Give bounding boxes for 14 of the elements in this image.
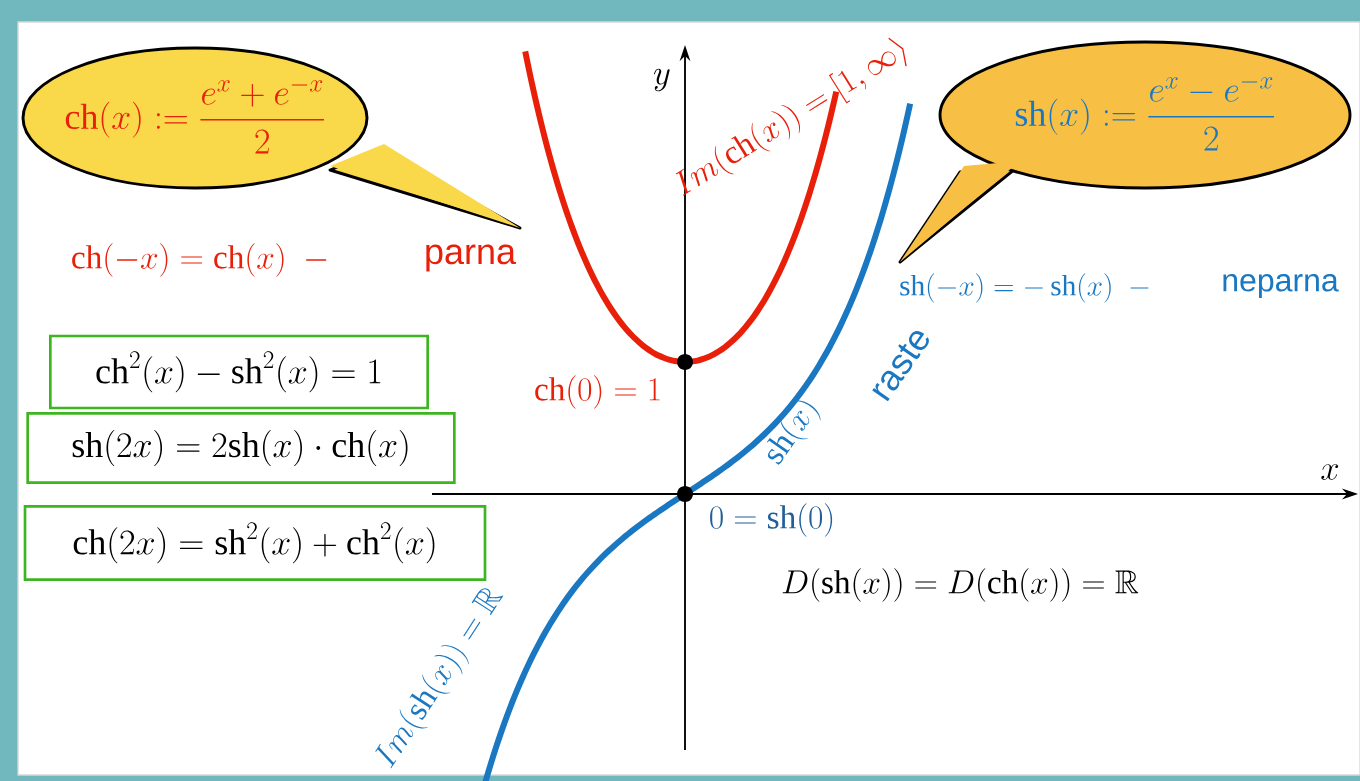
point-label: $0=\mathrm{sh}(0)$ [710, 503, 833, 537]
speech-bubble: $\mathrm{ch}(x) := \frac{e^x+e^{-x}}{2}$ [21, 46, 522, 230]
parity-label: neparna [1223, 274, 1339, 298]
formula-box: $\mathrm{ch}(2x)=\mathrm{sh}^2(x)+\mathrm{ch}^2(x)$ [23, 505, 487, 581]
parity-formula: $\mathrm{ch}(-x)=\mathrm{ch}(x)\ \ -$ [72, 243, 327, 277]
curve-label: $\mathrm{sh}(x)$ [766, 400, 821, 465]
axis-label: $x$ [1321, 464, 1339, 480]
point-label: $\mathrm{ch}(0)=1$ [535, 375, 660, 409]
domain-label: $D(\mathrm{sh}(x))=D(\mathrm{ch}(x))=\mathbb{R}$ [782, 568, 1139, 602]
formula-box: $\mathrm{ch}^2(x)-\mathrm{sh}^2(x)=1$ [49, 334, 429, 410]
axis-label: $y$ [654, 68, 670, 92]
parity-formula: $\mathrm{sh}(-x)=-\,\mathrm{sh}(x)\ \ -$ [900, 273, 1149, 303]
formula-box: $\mathrm{sh}(2x)=2\mathrm{sh}(x)\cdot\mathrm{ch}(x)$ [26, 412, 456, 484]
parity-label: parna [426, 244, 517, 272]
